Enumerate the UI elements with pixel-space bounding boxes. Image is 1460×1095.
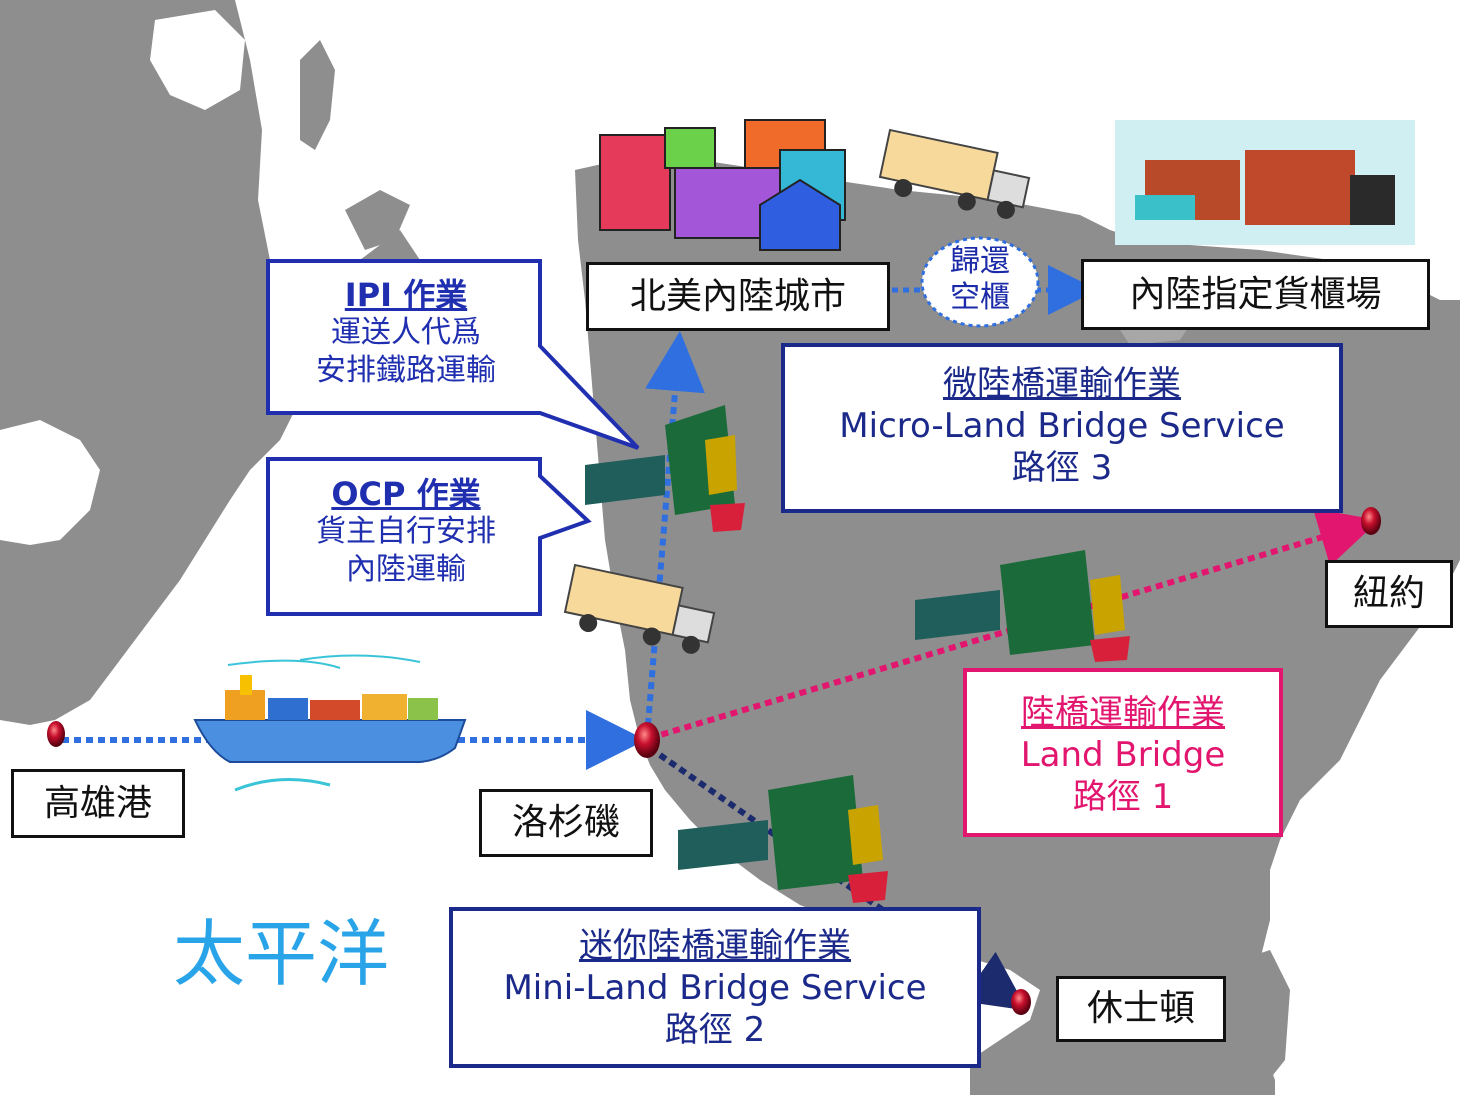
ocp-callout: OCP 作業 貨主自行安排 內陸運輸: [270, 475, 542, 589]
pin-icon: [47, 507, 1381, 1015]
mini-land-bridge-box: 迷你陸橋運輸作業 Mini-Land Bridge Service 路徑 2: [449, 907, 981, 1068]
ocp-callout-shape: [266, 457, 592, 616]
city-label-losangeles: 洛杉磯: [479, 789, 653, 857]
land-title: 陸橋運輸作業: [1021, 693, 1225, 733]
ipi-callout-shape: [266, 259, 640, 450]
mini-route: 路徑 2: [664, 1010, 766, 1050]
ocp-line1: 貨主自行安排: [316, 514, 496, 549]
ipi-line1: 運送人代爲: [331, 315, 481, 350]
return-empty-label: 歸還 空櫃: [916, 244, 1044, 316]
container-yard-icon: [1115, 120, 1415, 245]
mini-subtitle: Mini-Land Bridge Service: [503, 968, 927, 1008]
micro-subtitle: Micro-Land Bridge Service: [839, 406, 1285, 446]
city-label-houston: 休士頓: [1056, 976, 1226, 1042]
asia-landmass: [0, 0, 420, 725]
land-bridge-box: 陸橋運輸作業 Land Bridge 路徑 1: [963, 668, 1283, 837]
city-label-depot: 內陸指定貨櫃場: [1081, 259, 1430, 330]
micro-land-bridge-box: 微陸橋運輸作業 Micro-Land Bridge Service 路徑 3: [781, 343, 1343, 513]
land-route: 路徑 1: [1072, 777, 1174, 817]
micro-title: 微陸橋運輸作業: [943, 364, 1181, 404]
return-empty-line2: 空櫃: [950, 280, 1010, 315]
ocean-label: 太平洋: [173, 912, 390, 996]
truck-icon: [563, 128, 1031, 654]
ocp-line2: 內陸運輸: [346, 552, 466, 587]
ipi-line2: 安排鐵路運輸: [316, 353, 496, 388]
city-label-newyork: 紐約: [1325, 560, 1453, 628]
return-empty-line1: 歸還: [950, 244, 1010, 279]
ipi-title: IPI 作業: [344, 276, 468, 314]
locomotive-icon: [585, 405, 1130, 903]
ship-icon: [193, 654, 467, 792]
micro-route: 路徑 3: [1011, 448, 1113, 488]
city-buildings-icon: [599, 119, 846, 251]
ipi-callout: IPI 作業 運送人代爲 安排鐵路運輸: [270, 276, 542, 390]
land-bridge-route-line: [649, 508, 1379, 741]
city-label-inland-city: 北美內陸城市: [586, 262, 890, 331]
land-subtitle: Land Bridge: [1020, 735, 1226, 775]
mini-title: 迷你陸橋運輸作業: [579, 926, 851, 966]
inland-route-line: [645, 331, 705, 726]
ocp-title: OCP 作業: [331, 475, 481, 513]
return-empty-circle: [920, 236, 1040, 328]
city-label-kaohsiung: 高雄港: [11, 769, 185, 838]
